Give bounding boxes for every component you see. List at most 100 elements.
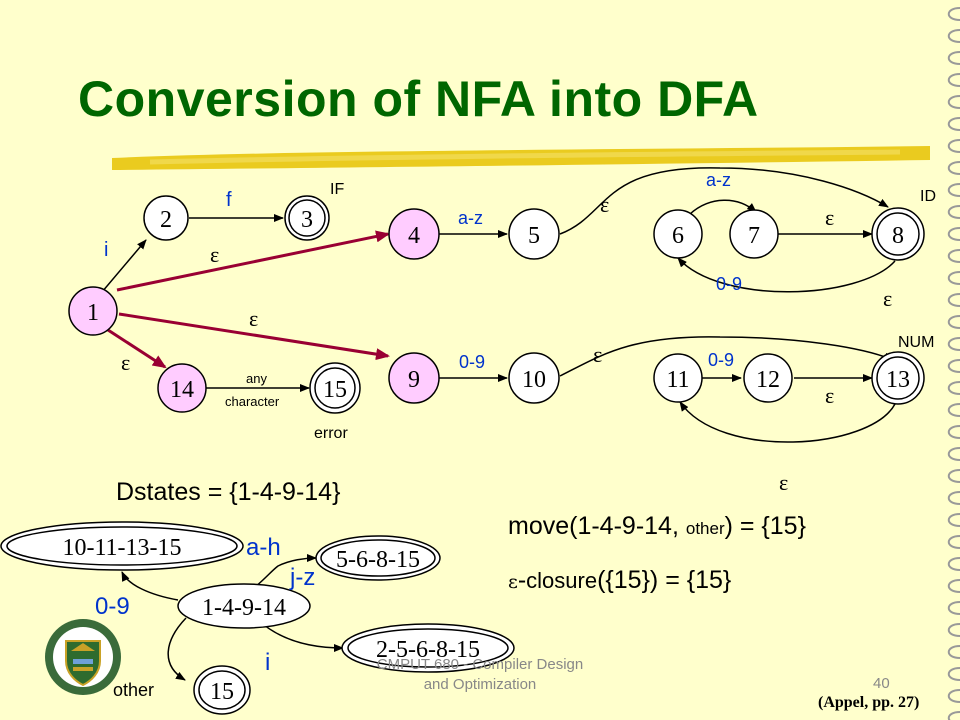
edge-5-6 (559, 167, 889, 235)
nfa-state-label-7: 7 (748, 223, 760, 249)
dfa-edge-label-a-h: a-h (246, 534, 281, 561)
nfa-state-9 (388, 352, 440, 404)
edge-label-i: i (104, 239, 108, 261)
edge-label-character: character (225, 394, 280, 409)
nfa-state-label-6: 6 (672, 223, 684, 249)
nfa-state-5 (508, 208, 560, 260)
nfa-state-8 (871, 207, 925, 261)
nfa-state-label-8: 8 (892, 223, 904, 249)
dfa-edge-label-other: other (113, 680, 154, 700)
epsilon-label-13-11: ε (779, 470, 788, 495)
binder-ring (947, 447, 960, 461)
dfa-state-2-5-6-8-15 (341, 623, 515, 673)
footer: CMPUT 680 - Compiler Design and Optimiza… (376, 656, 584, 693)
nfa-state-14 (157, 363, 207, 413)
binder-ring (947, 469, 960, 483)
binder-ring (947, 183, 960, 197)
binder-ring (947, 29, 960, 43)
binder-ring (947, 249, 960, 263)
dfa-states (0, 521, 515, 715)
university-of-alberta-crest-icon (45, 619, 121, 695)
edge-1-9 (118, 312, 390, 361)
nfa-state-15 (309, 362, 361, 414)
nfa-state-label-14: 14 (170, 377, 194, 403)
binder-ring (947, 513, 960, 527)
epsilon-label-5-6: ε (600, 192, 609, 217)
dfa-state-label-2: 5-6-8-15 (336, 547, 420, 573)
edge-label-0-9-86: 0-9 (716, 274, 742, 294)
dfa-state-5-6-8-15 (315, 535, 441, 581)
binder-ring (947, 667, 960, 681)
binder-ring (947, 227, 960, 241)
dfa-state-15 (193, 665, 251, 715)
nfa-state-12 (743, 353, 793, 403)
nfa-state-label-4: 4 (408, 223, 420, 249)
binder-ring (947, 7, 960, 21)
epsilon-label-10-13: ε (593, 342, 602, 367)
binder-ring (947, 535, 960, 549)
binder-ring (947, 95, 960, 109)
epsilon-label-8-6: ε (883, 286, 892, 311)
binder-ring (947, 403, 960, 417)
binder-ring (947, 689, 960, 703)
binder-ring (947, 601, 960, 615)
binder-ring (947, 337, 960, 351)
nfa-state-11 (653, 353, 703, 403)
page-title: Conversion of NFA into DFA (78, 71, 759, 127)
edge-13-11-loop (679, 401, 896, 443)
epsilon-label-7-8: ε (825, 205, 834, 230)
nfa-state-label-3: 3 (301, 207, 313, 233)
nfa-state-4 (388, 208, 440, 260)
nfa-state-label-1: 1 (87, 300, 99, 326)
edge-label-any: any (246, 371, 267, 386)
binder-ring (947, 293, 960, 307)
dfa-state-1-4-9-14 (177, 583, 311, 629)
binder-ring (947, 491, 960, 505)
dfa-state-label-4: 2-5-6-8-15 (376, 637, 480, 663)
nfa-state-label-13: 13 (886, 367, 910, 393)
closure-expression: ε-closure({15}) = {15} (508, 566, 732, 594)
nfa-state-3 (284, 195, 330, 241)
dfa-state-10-11-13-15 (0, 521, 244, 571)
nfa-state-label-12: 12 (756, 367, 780, 393)
nfa-edges (101, 167, 896, 443)
dfa-edge-other (167, 617, 187, 681)
dfa-state-label-3: 1-4-9-14 (202, 595, 286, 621)
binder-ring (947, 51, 960, 65)
binder-ring (947, 711, 960, 720)
nfa-state-10 (508, 352, 560, 404)
token-label-num: NUM (898, 334, 934, 351)
nfa-state-label-9: 9 (408, 367, 420, 393)
epsilon-label-12-13: ε (825, 383, 834, 408)
binder-rings (947, 7, 960, 720)
dfa-edge-label-i: i (265, 649, 270, 676)
epsilon-label-1-9: ε (249, 306, 258, 331)
nfa-state-2 (143, 195, 189, 241)
nfa-state-label-10: 10 (522, 367, 546, 393)
nfa-state-label-15: 15 (323, 377, 347, 403)
edge-10-13 (559, 336, 894, 377)
dstates-text: Dstates = {1-4-9-14} (116, 478, 341, 506)
binder-ring (947, 381, 960, 395)
binder-ring (947, 271, 960, 285)
nfa-state-6 (653, 209, 703, 259)
nfa-state-1 (68, 286, 118, 336)
edge-label-f: f (226, 189, 232, 211)
nfa-state-7 (729, 209, 779, 259)
nfa-state-label-5: 5 (528, 223, 540, 249)
epsilon-label-1-14: ε (121, 350, 130, 375)
nfa-state-label-2: 2 (160, 207, 172, 233)
binder-ring (947, 73, 960, 87)
move-expression: move(1-4-9-14, other) = {15} (508, 512, 806, 540)
dfa-state-label-1: 10-11-13-15 (62, 535, 181, 561)
nfa-state-13 (871, 351, 925, 405)
token-label-if: IF (330, 181, 344, 198)
binder-ring (947, 205, 960, 219)
binder-ring (947, 645, 960, 659)
binder-ring (947, 425, 960, 439)
edge-1-2 (101, 239, 147, 293)
edge-6-7 (689, 199, 757, 215)
